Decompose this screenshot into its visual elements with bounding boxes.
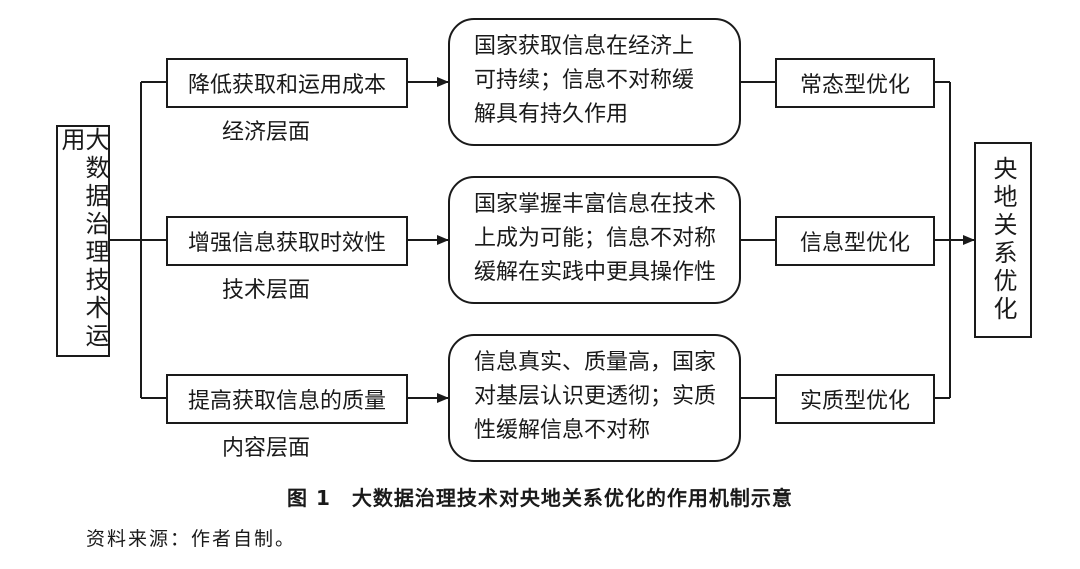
measure-box-1: 降低获取和运用成本	[166, 58, 408, 108]
left-box-big-data-governance: 大数据治理技术运用	[56, 125, 110, 357]
optimization-box-1: 常态型优化	[775, 58, 935, 108]
level-label-3: 内容层面	[221, 436, 310, 461]
effect-box-2: 国家掌握丰富信息在技术 上成为可能；信息不对称 缓解在实践中更具操作性	[448, 176, 741, 304]
optimization-text-2: 信息型优化	[799, 231, 910, 256]
figure-caption: 图 1 大数据治理技术对央地关系优化的作用机制示意	[287, 486, 793, 510]
optimization-text-1: 常态型优化	[799, 73, 910, 98]
right-box-central-local-relation: 央地关系优化	[974, 142, 1032, 338]
optimization-text-3: 实质型优化	[799, 389, 910, 414]
measure-text-3: 提高获取信息的质量	[187, 389, 386, 414]
measure-box-3: 提高获取信息的质量	[166, 374, 408, 424]
level-label-2: 技术层面	[221, 278, 310, 303]
right-box-text: 央地关系优化	[989, 156, 1017, 324]
effect-line-1-1: 国家获取信息在经济上	[474, 34, 695, 59]
source-note: 资料来源：作者自制。	[86, 528, 297, 550]
effect-line-3-3: 性缓解信息不对称	[474, 418, 651, 443]
effect-box-1: 国家获取信息在经济上 可持续；信息不对称缓 解具有持久作用	[448, 18, 741, 146]
optimization-box-2: 信息型优化	[775, 216, 935, 266]
effect-line-2-3: 缓解在实践中更具操作性	[474, 260, 717, 285]
effect-line-1-2: 可持续；信息不对称缓	[474, 68, 695, 93]
effect-line-3-1: 信息真实、质量高，国家	[474, 350, 717, 375]
left-box-text: 大数据治理技术运用	[57, 127, 109, 351]
level-label-1: 经济层面	[221, 120, 310, 145]
effect-line-2-2: 上成为可能；信息不对称	[474, 226, 717, 251]
measure-text-2: 增强信息获取时效性	[187, 231, 386, 256]
optimization-box-3: 实质型优化	[775, 374, 935, 424]
effect-line-2-1: 国家掌握丰富信息在技术	[474, 192, 717, 217]
measure-text-1: 降低获取和运用成本	[187, 73, 386, 98]
effect-line-1-3: 解具有持久作用	[474, 102, 629, 127]
effect-box-3: 信息真实、质量高，国家 对基层认识更透彻；实质 性缓解信息不对称	[448, 334, 741, 462]
measure-box-2: 增强信息获取时效性	[166, 216, 408, 266]
effect-line-3-2: 对基层认识更透彻；实质	[474, 384, 717, 409]
